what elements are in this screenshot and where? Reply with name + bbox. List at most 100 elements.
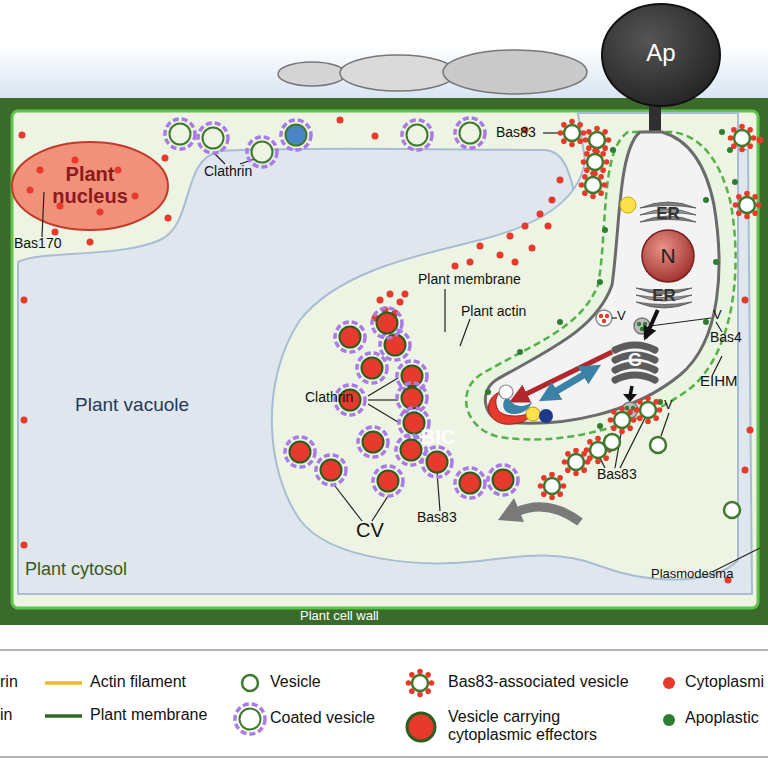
- bas83-vesicle: [608, 406, 637, 435]
- vesicle-core: [402, 388, 423, 409]
- bas83-vesicle: [538, 472, 567, 501]
- spore-cell: [443, 50, 587, 94]
- vesicle-core: [585, 177, 601, 193]
- effector-dot: [87, 239, 94, 246]
- legend-frame: [0, 649, 768, 651]
- bas83-dot: [645, 419, 651, 425]
- hyphal-vesicle: [634, 318, 650, 334]
- vesicle-cargo: [605, 314, 609, 318]
- bas83-dot: [587, 439, 593, 445]
- vesicle-core: [734, 130, 750, 146]
- leader-line: [335, 486, 362, 521]
- node-text: ER: [632, 287, 696, 306]
- bas83-dot: [752, 194, 758, 200]
- bas83-dot: [731, 143, 737, 149]
- node-text: Plant nucleus: [35, 163, 145, 207]
- vesicle-core: [493, 470, 514, 491]
- coated-vesicle: [380, 330, 410, 360]
- node-text: Ap: [600, 40, 722, 66]
- vesicle-cargo: [628, 411, 632, 415]
- bas83-dot: [584, 167, 590, 173]
- clathrin-coat: [455, 118, 485, 148]
- effector-dot: [392, 310, 399, 317]
- bas83-vesicle: [634, 396, 663, 425]
- golgi-stack: G: [612, 338, 658, 384]
- coated-vesicle: [335, 322, 365, 352]
- vesicle-core: [564, 125, 580, 141]
- callout-label: V: [713, 308, 722, 322]
- bas83-dot: [590, 171, 596, 177]
- effector-dot: [337, 117, 344, 124]
- bas83-dot: [631, 417, 637, 423]
- effector-dot: [747, 427, 754, 434]
- coated-vesicle: [397, 361, 427, 391]
- vesicle-core: [385, 335, 406, 356]
- bas83-dot: [619, 429, 625, 435]
- plant-nucleus: Plant nucleus: [10, 140, 170, 232]
- bas83-dot: [603, 455, 609, 461]
- bas83-dot: [549, 495, 555, 501]
- clathrin-coat: [396, 435, 426, 465]
- effector-dot: [452, 263, 459, 270]
- vesicle-core: [589, 132, 605, 148]
- effector-dot: [549, 197, 556, 204]
- connector-arrow: [645, 310, 657, 338]
- bas83-dot: [594, 149, 600, 155]
- coated-vesicle: [165, 119, 195, 149]
- bas83-vesicle: [558, 119, 587, 148]
- effector-dot: [372, 133, 379, 140]
- effector-dot: [21, 297, 28, 304]
- effector-dot: [497, 252, 504, 259]
- penetration-peg: [649, 100, 661, 136]
- bas83-dot: [584, 151, 590, 157]
- bas83-dot: [558, 130, 564, 136]
- bas83-dot: [756, 202, 762, 208]
- bas83-dot: [627, 425, 633, 431]
- bas83-dot: [645, 396, 651, 402]
- vesicle-core: [404, 413, 425, 434]
- bas83-dot: [728, 135, 734, 141]
- clathrin-coat: [488, 465, 518, 495]
- leader-line: [620, 418, 645, 468]
- effector-dot: [517, 349, 523, 355]
- vesicle-core: [460, 123, 481, 144]
- effector-dot: [115, 167, 122, 174]
- bas83-dot: [425, 672, 431, 678]
- bas83-dot: [417, 692, 423, 698]
- bas83-dot: [739, 147, 745, 153]
- effector-dot: [703, 197, 709, 203]
- effector-dot: [387, 291, 394, 298]
- plain-vesicle: [604, 434, 620, 450]
- callout-label: Plant actin: [461, 304, 526, 319]
- bas83-dot: [429, 680, 435, 686]
- effector-dot: [507, 233, 514, 240]
- blue-crescent: [503, 396, 532, 414]
- bas83-dot: [581, 159, 587, 165]
- bas83-dot: [549, 472, 555, 478]
- clathrin-coat: [372, 308, 402, 338]
- vesicle-core: [290, 442, 311, 463]
- bas83-dot: [573, 471, 579, 477]
- host-cytoplasm-pocket: [272, 113, 738, 580]
- effector-dot: [703, 319, 709, 325]
- bas83-dot: [653, 399, 659, 405]
- leader-line: [612, 317, 617, 318]
- callout-label: Clathrin: [305, 390, 353, 405]
- legend-text: Vesicle carrying cytoplasmic effectors: [448, 708, 623, 745]
- vesicle-core: [407, 125, 428, 146]
- clathrin-coat: [316, 455, 346, 485]
- bas83-dot: [611, 425, 617, 431]
- bas83-dot: [587, 455, 593, 461]
- leader-line: [661, 413, 669, 436]
- bas83-dot: [562, 459, 568, 465]
- coated-vesicle: [488, 465, 518, 495]
- vesicle-core: [402, 366, 423, 387]
- actin-filament: [443, 330, 470, 486]
- bas83-dot: [561, 483, 567, 489]
- bas83-dot: [657, 407, 663, 413]
- bas83-dot: [637, 415, 643, 421]
- vesicle-cargo: [599, 314, 603, 318]
- coated-vesicle: [396, 435, 426, 465]
- secretion-arrow: [518, 352, 612, 398]
- effector-dot: [597, 279, 603, 285]
